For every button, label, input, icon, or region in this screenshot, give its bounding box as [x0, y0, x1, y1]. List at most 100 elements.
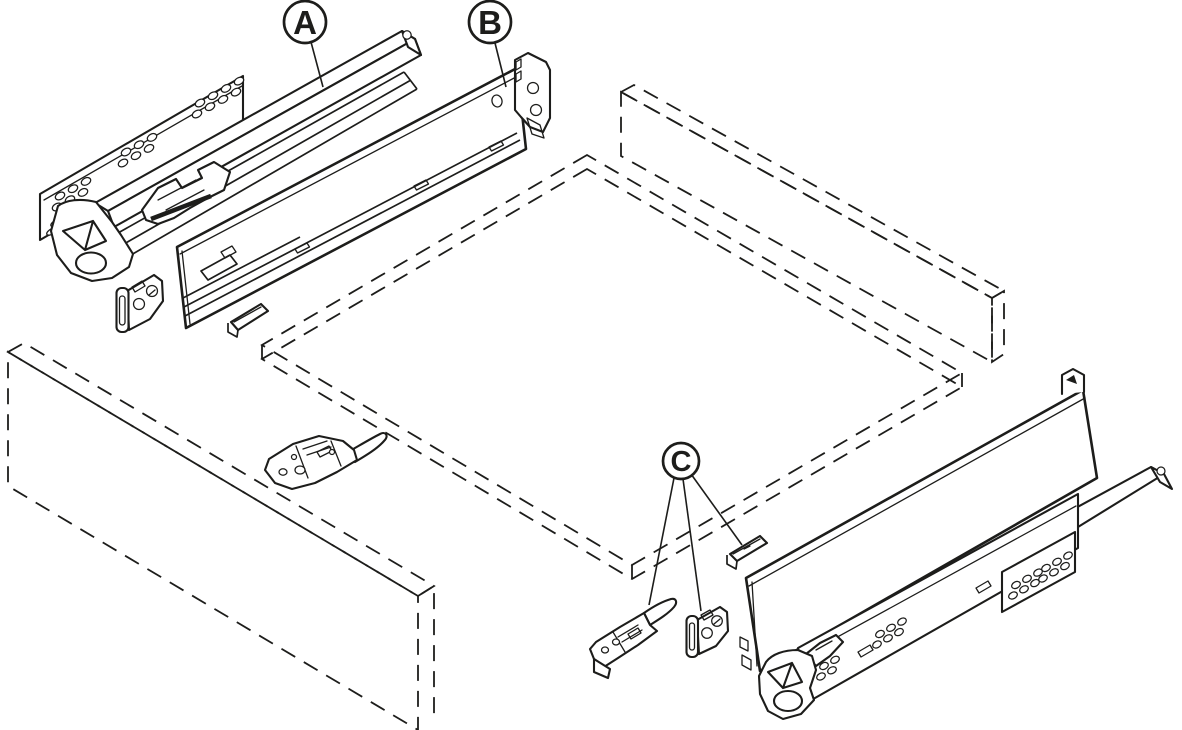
- clip-left-ear-slot: [118, 295, 126, 326]
- callout-c-leader-clip: [682, 478, 702, 612]
- clip-right-ear-slot: [688, 622, 696, 651]
- callout-a: A: [282, 0, 328, 88]
- callout-a-circle: [282, 0, 328, 45]
- perforation-hole: [1041, 563, 1051, 573]
- runner-right-body-fold: [800, 505, 1077, 658]
- runner-left-bar-roller: [402, 30, 412, 40]
- cabinet-runner-right: [757, 465, 1174, 721]
- perforation-hole: [1049, 568, 1059, 577]
- runner-right-bar-roller: [1156, 466, 1166, 476]
- perforation-hole: [133, 140, 145, 150]
- perforation-hole: [830, 655, 840, 665]
- perforation-hole: [1038, 574, 1048, 583]
- clip-right-tab: [700, 609, 714, 621]
- perforation-hole: [220, 83, 232, 93]
- rear-clip-left: [115, 273, 165, 334]
- perforation-hole: [77, 187, 89, 197]
- runner-right-flag: [766, 661, 804, 690]
- perforation-hole: [217, 94, 229, 104]
- runner-right-latch-line: [815, 640, 833, 651]
- cap-right-body: [728, 534, 769, 563]
- runner-left-lock-lever: [150, 193, 212, 222]
- front-fixing-bracket-right: [588, 597, 678, 680]
- front-panel-end-face: [417, 584, 435, 718]
- callout-c-leader-cap: [690, 473, 743, 546]
- profile-right-rear-fold-dark: [1066, 375, 1077, 384]
- profile-right-top-fold: [748, 397, 1086, 667]
- perforation-hole: [1008, 591, 1018, 600]
- perforation-hole: [886, 623, 896, 633]
- drawer-side-profile-right: [739, 367, 1099, 673]
- cap-left-inner: [233, 306, 262, 323]
- perforation-hole: [120, 147, 132, 157]
- back-panel-top-face: [619, 83, 1006, 300]
- cap-left-lip: [227, 323, 239, 338]
- front-panel-top-face: [6, 341, 436, 598]
- cap-left-body: [229, 302, 270, 332]
- clip-left-notch: [148, 289, 156, 296]
- drawer-side-profile-left: [175, 51, 552, 330]
- perforation-hole: [207, 91, 219, 101]
- callout-b-label: B: [478, 4, 502, 41]
- perforation-hole: [230, 87, 242, 97]
- perforation-hole: [894, 627, 904, 637]
- cap-right-lip: [726, 555, 738, 570]
- front-fixing-bracket-left: [263, 432, 388, 491]
- perforation-hole: [67, 184, 79, 194]
- runner-right-slot: [857, 580, 992, 658]
- callout-a-label: A: [293, 4, 317, 41]
- profile-left-bracket-hole: [526, 81, 540, 95]
- perforation-hole: [80, 176, 92, 186]
- drawer-front-panel-outline: [6, 341, 436, 730]
- back-panel-end-face: [991, 289, 1005, 364]
- profile-left-bottom-channel: [182, 132, 521, 317]
- perforation-hole: [1019, 585, 1029, 594]
- runner-left-holes: [51, 76, 245, 212]
- profile-left-bracket-hole: [529, 103, 543, 117]
- runner-left-roller-front: [74, 251, 108, 275]
- callout-c-leader-bracket: [648, 477, 675, 606]
- runner-right-roller-front: [772, 689, 804, 713]
- bracket-right-hole: [600, 646, 610, 654]
- perforation-hole: [897, 617, 907, 626]
- perforation-hole: [117, 158, 129, 168]
- callout-c-circle: [661, 441, 701, 481]
- perforation-hole: [1022, 574, 1032, 584]
- cap-right-inner: [732, 538, 761, 555]
- drawer-back-panel-outline: [619, 83, 1006, 364]
- clip-left-plate: [125, 273, 165, 332]
- clip-left-hole: [145, 284, 159, 298]
- callout-c: C: [648, 441, 743, 612]
- bracket-right-slot: [627, 627, 642, 640]
- perforation-hole: [1060, 561, 1070, 571]
- profile-left-hole: [491, 94, 503, 108]
- bracket-right-body: [588, 611, 659, 669]
- bracket-left-rivet: [328, 448, 336, 456]
- bracket-right-arm: [642, 597, 678, 627]
- bracket-right-hole: [611, 638, 621, 646]
- bracket-left-hole: [294, 465, 306, 475]
- callout-c-label: C: [671, 446, 692, 478]
- runner-left-flag: [61, 219, 108, 252]
- bracket-left-hole: [278, 468, 288, 476]
- perforation-hole: [130, 151, 142, 161]
- runner-left-latch: [140, 160, 232, 226]
- perforation-hole: [146, 132, 158, 142]
- perforation-hole: [1011, 580, 1021, 590]
- profile-left-slot-cutout: [200, 254, 238, 281]
- perforation-hole: [1052, 557, 1062, 567]
- perforation-hole: [872, 640, 882, 649]
- bracket-left-rivet: [290, 453, 298, 461]
- drawer-bottom-panel-outline: [260, 153, 964, 581]
- perforation-hole: [827, 666, 837, 675]
- profile-left-tab: [294, 140, 505, 254]
- runner-right-latch: [804, 633, 845, 668]
- perforation-hole: [819, 661, 829, 671]
- cover-cap-left: [227, 302, 270, 338]
- perforation-hole: [1063, 551, 1073, 560]
- profile-left-face: [175, 66, 528, 330]
- profile-left-top-fold: [179, 75, 519, 325]
- cover-cap-right: [726, 534, 769, 570]
